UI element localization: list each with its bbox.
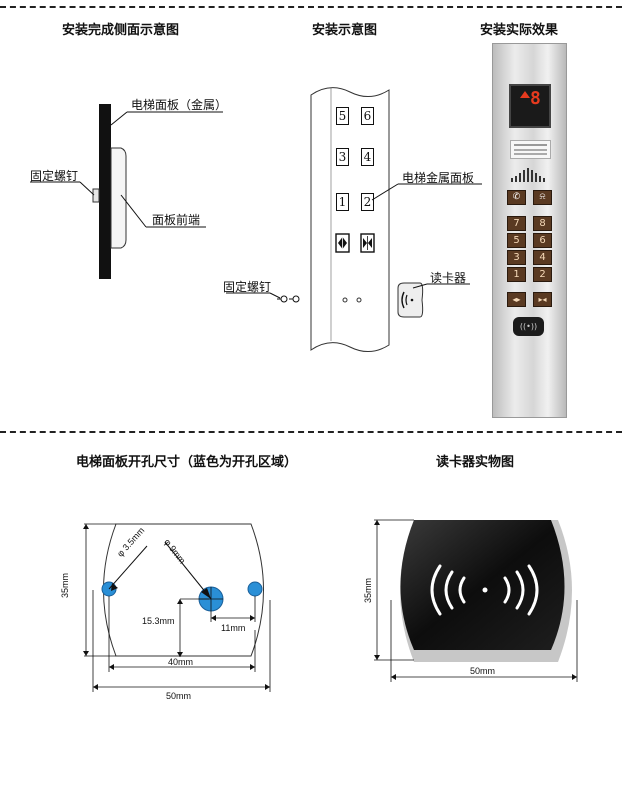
floor-button: 5 (336, 107, 349, 125)
install-panel-label: 电梯金属面板 (402, 171, 475, 185)
keypad-key: 6 (533, 233, 552, 248)
keypad-key: 7 (507, 216, 526, 231)
reader-body (400, 520, 572, 662)
door-open-icon: ▸◂ (538, 295, 547, 304)
reader-face (400, 520, 565, 650)
title-cutout: 电梯面板开孔尺寸（蓝色为开孔区域） (76, 455, 298, 470)
install-reader-label: 读卡器 (430, 271, 467, 285)
big-hole-dim: φ 9mm (162, 537, 188, 566)
reader-front-profile (110, 147, 127, 249)
metal-panel-profile (99, 104, 111, 279)
floor-display: 8 (509, 84, 551, 128)
close-door-icon (335, 233, 350, 253)
rfid-icon: ((•)) (519, 322, 538, 331)
panel-card-reader: ((•)) (513, 317, 544, 336)
side-screw-label: 固定螺钉 (30, 169, 79, 183)
open-door-icon (360, 233, 375, 253)
offset-v-dim: 15.3mm (142, 616, 175, 626)
door-close-icon: ◂▸ (512, 295, 521, 304)
call-button: ✆ (507, 190, 526, 205)
floor-button: 3 (336, 148, 349, 166)
inner-width-dim: 40mm (168, 657, 194, 667)
floor-button: 6 (361, 107, 374, 125)
keypad-key: 4 (533, 250, 552, 265)
offset-h-dim: 11mm (221, 623, 246, 633)
outer-width-dim: 50mm (166, 691, 192, 701)
floor-button: 2 (361, 193, 374, 211)
keypad-key: 3 (507, 250, 526, 265)
open-door-button: ▸◂ (533, 292, 552, 307)
side-panel-label: 电梯面板（金属） (131, 98, 228, 112)
keypad-key: 8 (533, 216, 552, 231)
close-door-button: ◂▸ (507, 292, 526, 307)
cutout-height-dim: 35mm (60, 572, 70, 598)
install-screw-label: 固定螺钉 (223, 280, 272, 294)
speaker-grille (511, 168, 545, 182)
title-install-view: 安装示意图 (312, 23, 378, 38)
keypad-key: 5 (507, 233, 526, 248)
side-front-label: 面板前端 (152, 213, 201, 227)
keypad-key: 1 (507, 267, 526, 282)
middle-separator (0, 431, 622, 433)
alarm-button: ⍾ (533, 190, 552, 205)
nameplate (510, 140, 551, 159)
title-side-view: 安装完成侧面示意图 (62, 23, 180, 38)
floor-display-digit: 8 (530, 88, 541, 109)
small-hole-left (101, 581, 117, 597)
title-real-effect: 安装实际效果 (480, 23, 559, 38)
reader-height-dim: 35mm (363, 577, 373, 603)
floor-button: 1 (336, 193, 349, 211)
screw-profile (92, 188, 100, 203)
top-separator (0, 6, 622, 8)
bell-icon: ⍾ (539, 192, 546, 202)
big-hole (198, 586, 224, 612)
real-panel: 8 ✆ ⍾ 7 8 5 6 3 4 1 2 ◂▸ ▸◂ ((•)) (492, 43, 567, 418)
floor-button: 4 (361, 148, 374, 166)
reader-width-dim: 50mm (470, 666, 496, 676)
title-reader-photo: 读卡器实物图 (436, 455, 515, 470)
rfid-waves-icon (430, 564, 539, 616)
install-screw-icon (277, 295, 300, 303)
card-reader-small-icon (397, 282, 424, 318)
install-metal-panel (310, 87, 390, 352)
up-arrow-icon (520, 91, 530, 98)
small-hole-dim: φ 3.5mm (115, 525, 147, 559)
small-hole-right (247, 581, 263, 597)
keypad-key: 2 (533, 267, 552, 282)
phone-icon: ✆ (512, 192, 521, 202)
